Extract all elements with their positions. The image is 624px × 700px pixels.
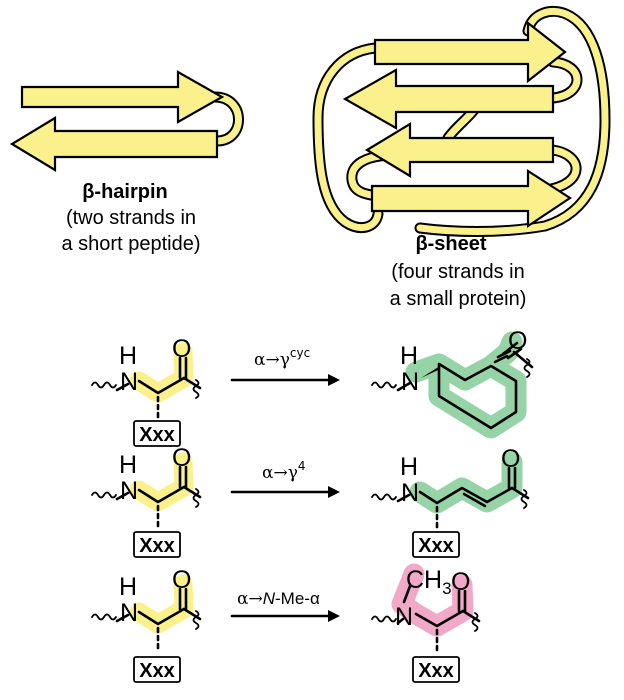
row2-gamma4-residue: N H O Xxx xyxy=(371,445,530,558)
row2-alpha-n: N xyxy=(120,477,138,505)
row1-gamma-cyc-residue: N H O xyxy=(371,327,534,439)
row1-gamma-n: N xyxy=(401,368,419,396)
sheet-desc-line1: (four strands in xyxy=(391,261,524,283)
row1-alpha-h: H xyxy=(119,342,137,370)
row1-alpha-o: O xyxy=(172,335,191,363)
row3-reaction-arrow: α→N-Me-α xyxy=(230,589,340,622)
row1-alpha-n: N xyxy=(120,368,138,396)
sheet-strand-2 xyxy=(342,68,555,130)
row3-nme-o: O xyxy=(451,568,470,596)
row2-alpha-residue: N H O Xxx xyxy=(91,444,202,558)
row3-nme-n: N xyxy=(395,603,413,631)
row1-gamma-h: H xyxy=(400,342,418,370)
row1-reaction-label: α→γcyc xyxy=(254,346,310,370)
row2-gamma-h: H xyxy=(400,453,418,481)
hairpin-strand-top xyxy=(20,70,225,124)
hairpin-desc-line1: (two strands in xyxy=(66,207,196,229)
row2-alpha-h: H xyxy=(119,451,137,479)
row2-gamma-o: O xyxy=(501,445,520,473)
row3-reaction-label: α→N-Me-α xyxy=(237,589,320,609)
hairpin-desc-line2: a short peptide) xyxy=(62,233,201,255)
row2-reaction-label: α→γ4 xyxy=(262,459,306,483)
row3-alpha-h: H xyxy=(119,573,137,601)
row1-alpha-residue: N H O Xxx xyxy=(91,335,202,447)
hairpin-strand-bottom xyxy=(9,116,219,172)
row1-alpha-xxx: Xxx xyxy=(139,424,175,446)
sheet-diagram xyxy=(312,5,611,237)
row2-alpha-xxx: Xxx xyxy=(139,535,175,557)
sheet-title: β-sheet xyxy=(415,233,486,255)
hairpin-loop xyxy=(209,91,244,147)
sheet-strand-4 xyxy=(370,168,573,229)
row2-gamma-n: N xyxy=(401,479,419,507)
hairpin-title: β-hairpin xyxy=(82,181,168,203)
sheet-strand-1 xyxy=(373,20,567,84)
row3-alpha-o: O xyxy=(172,566,191,594)
row3-alpha-xxx: Xxx xyxy=(139,660,175,682)
row3-n-methyl-residue: N CH3 O Xxx xyxy=(371,563,481,683)
row2-reaction-arrow: α→γ4 xyxy=(230,459,340,498)
row3-alpha-residue: N H O Xxx xyxy=(91,566,202,683)
row1-gamma-o: O xyxy=(508,327,527,355)
hairpin-diagram xyxy=(9,70,244,172)
row3-nme-ch3: CH3 xyxy=(406,566,452,598)
sheet-desc-line2: a small protein) xyxy=(390,288,527,310)
row2-gamma-xxx: Xxx xyxy=(418,535,454,557)
row3-nme-xxx: Xxx xyxy=(418,660,454,682)
row3-alpha-n: N xyxy=(120,599,138,627)
row1-reaction-arrow: α→γcyc xyxy=(230,346,340,386)
sheet-strand-3 xyxy=(364,122,555,178)
row2-alpha-o: O xyxy=(172,444,191,472)
sheet-loops xyxy=(312,5,611,237)
